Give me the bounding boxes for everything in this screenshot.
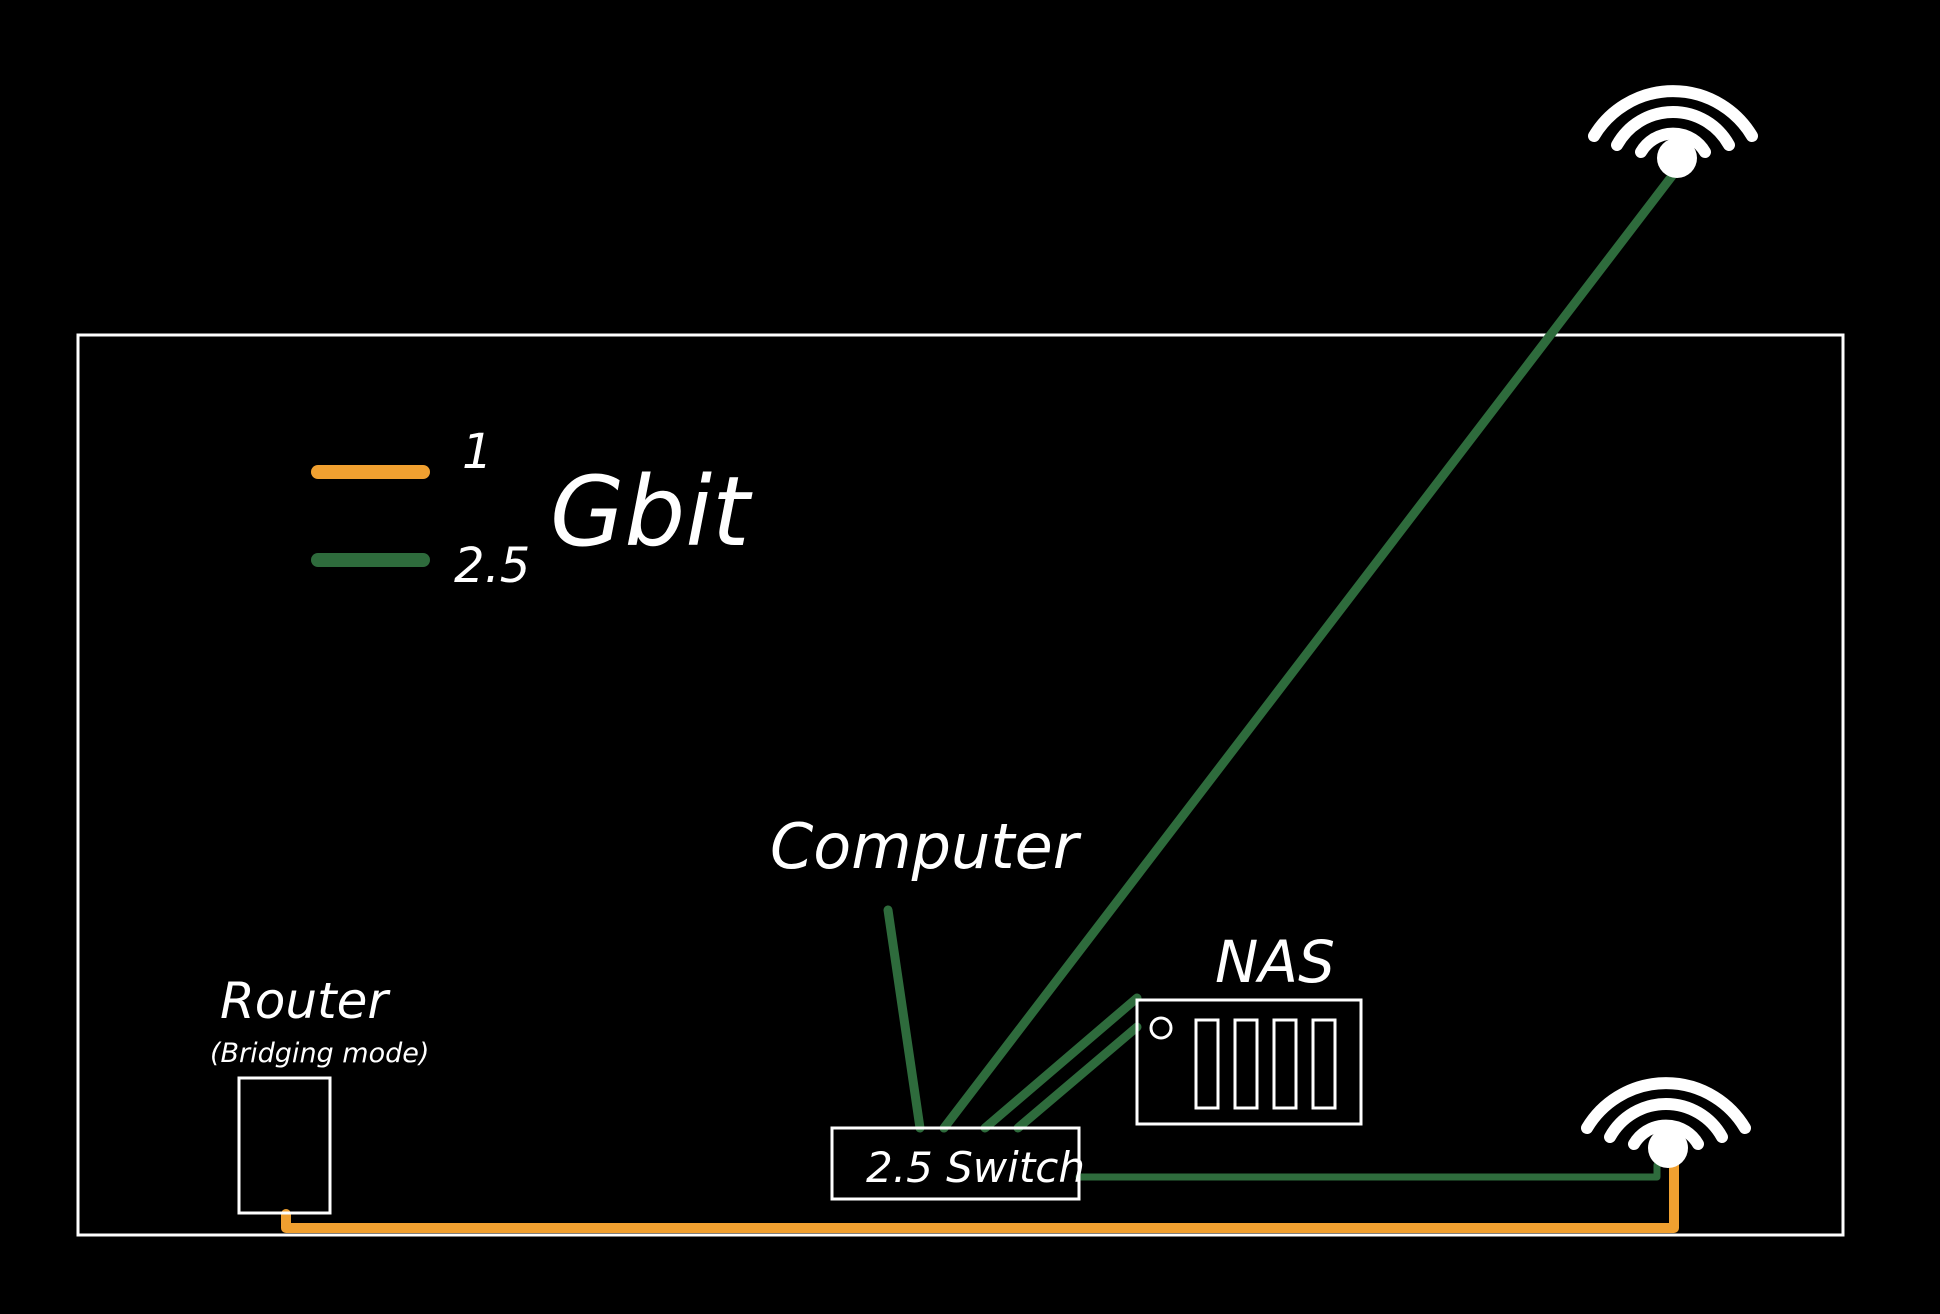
- wifi-dot: [1657, 138, 1697, 178]
- wifi-arc-middle: [1604, 1098, 1728, 1143]
- legend-label-1: 1: [462, 424, 493, 480]
- wifi-icon: [1581, 1077, 1751, 1168]
- nas-power-indicator: [1149, 1016, 1173, 1040]
- cable-switch-to-top-access-point: [939, 171, 1677, 1133]
- nas-drive-bay-2: [1233, 1018, 1259, 1110]
- wifi-icon: [1588, 85, 1758, 178]
- legend-label-2-5: 2.5: [454, 538, 530, 594]
- wifi-arc-outer: [1581, 1077, 1751, 1134]
- nas-box: [1135, 998, 1363, 1126]
- wifi-arc-middle: [1611, 106, 1735, 151]
- wifi-arc-inner: [1635, 127, 1711, 158]
- legend-unit-label: Gbit: [550, 456, 753, 568]
- nas-label: NAS: [1215, 928, 1335, 996]
- switch-box: [830, 1126, 1081, 1201]
- router-label: Router: [220, 972, 391, 1030]
- nas-drive-bay-4: [1311, 1018, 1337, 1110]
- cable-switch-to-computer: [883, 905, 925, 1133]
- building-outline: [76, 333, 1845, 1237]
- nas-drive-bay-1: [1194, 1018, 1220, 1110]
- computer-label: Computer: [770, 810, 1082, 883]
- router-box: [237, 1076, 332, 1215]
- wifi-arc-inner: [1628, 1119, 1704, 1150]
- nas-drive-bay-3: [1272, 1018, 1298, 1110]
- cable-switch-to-nas-2: [1013, 1022, 1142, 1133]
- cable-router-to-bottom-access-point: [281, 1160, 1679, 1233]
- switch-label: 2.5 Switch: [866, 1143, 1085, 1192]
- wifi-dot: [1648, 1128, 1688, 1168]
- cable-switch-to-bottom-access-point: [1075, 1161, 1661, 1181]
- wifi-arc-outer: [1588, 85, 1758, 142]
- cable-switch-to-nas-1: [980, 993, 1142, 1133]
- router-sublabel: (Bridging mode): [210, 1038, 429, 1069]
